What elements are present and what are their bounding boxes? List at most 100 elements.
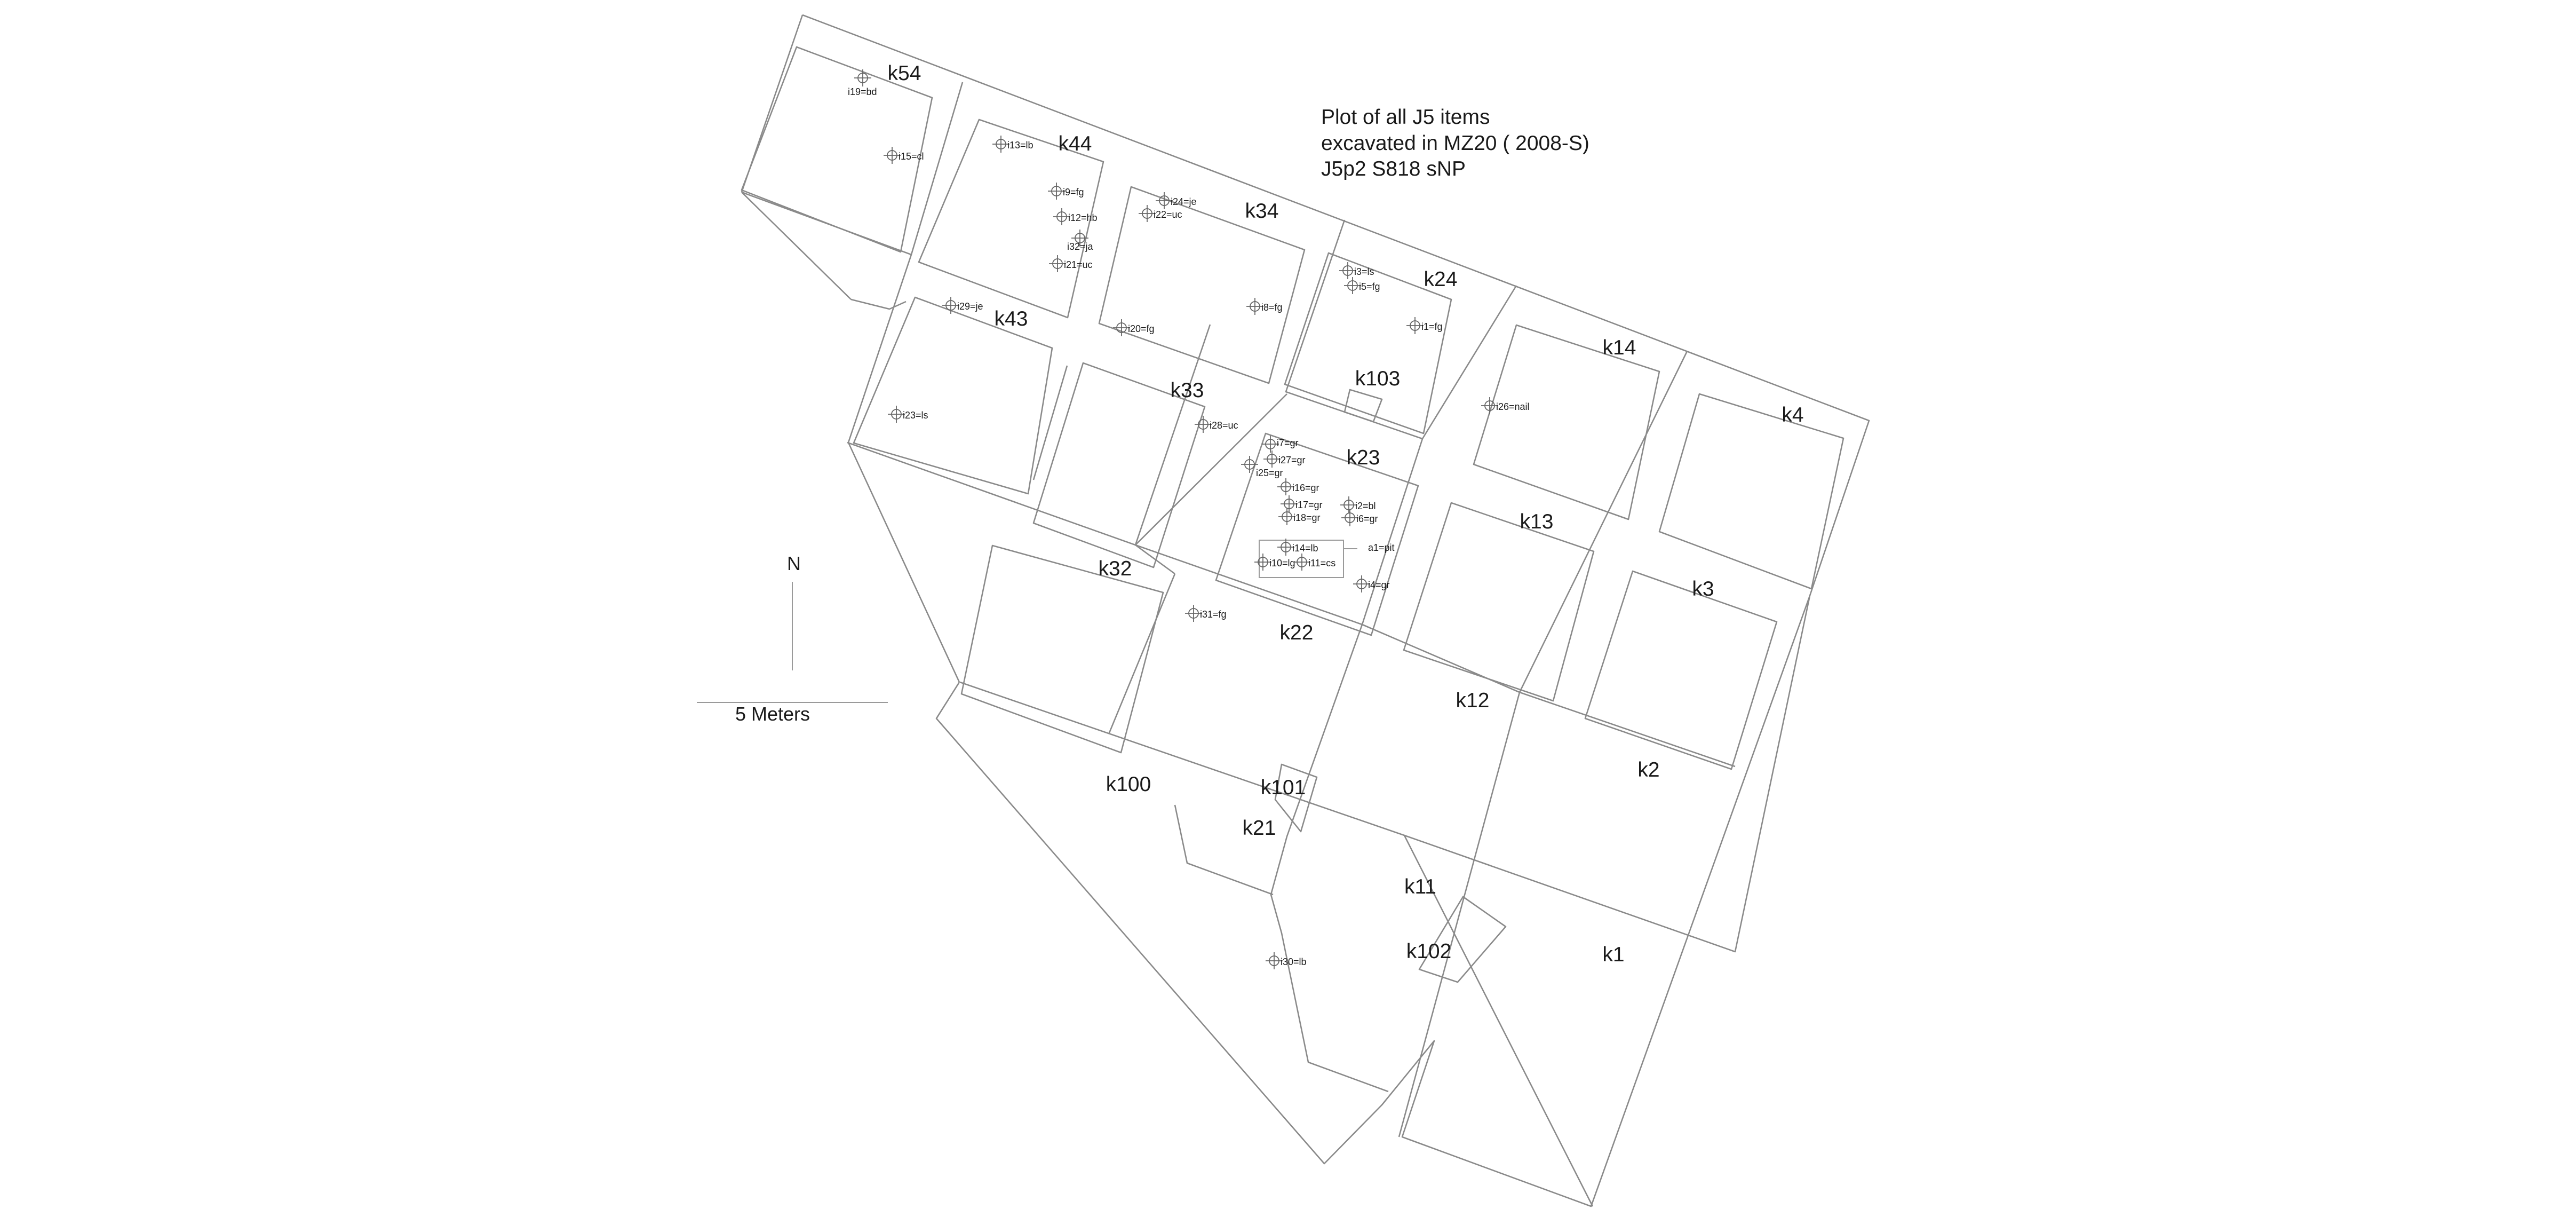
item-marker-i32: i32=ja [1067, 230, 1094, 252]
item-marker-i6: i6=gr [1341, 509, 1378, 526]
item-marker-i28: i28=uc [1195, 416, 1238, 433]
item-marker-i24: i24=je [1156, 192, 1197, 209]
item-marker-i21: i21=uc [1049, 255, 1093, 272]
item-marker-i7: i7=gr [1262, 436, 1299, 453]
unit-label-k11: k11 [1404, 875, 1436, 898]
unit-label-k3: k3 [1692, 578, 1714, 600]
item-marker-i29: i29=je [942, 297, 983, 314]
unit-label-k12: k12 [1456, 689, 1490, 712]
item-label-i9: i9=fg [1063, 187, 1084, 197]
unit-label-k22: k22 [1280, 621, 1314, 644]
item-markers: i19=bd i15=cl i13=lb i9=fg i12=hb i32=ja i21=u… [848, 69, 1530, 969]
item-marker-i18: i18=gr [1278, 508, 1321, 525]
item-label-i20: i20=fg [1128, 323, 1155, 334]
unit-label-k33: k33 [1171, 379, 1204, 402]
item-label-i18: i18=gr [1293, 512, 1321, 523]
unit-label-k54: k54 [888, 62, 921, 85]
item-label-i3: i3=ls [1354, 266, 1374, 277]
item-label-i22: i22=uc [1154, 209, 1182, 220]
item-label-i26: i26=nail [1496, 401, 1530, 412]
item-marker-i22: i22=uc [1139, 205, 1182, 222]
item-marker-i9: i9=fg [1048, 183, 1084, 200]
item-label-i29: i29=je [957, 301, 983, 312]
item-marker-i25: i25=gr [1241, 456, 1283, 478]
item-marker-i12: i12=hb [1053, 208, 1098, 225]
item-label-a1: a1=pit [1368, 542, 1395, 553]
title-line-2: excavated in MZ20 ( 2008-S) [1321, 132, 1589, 155]
inner-squares [741, 46, 1844, 983]
item-marker-i3: i3=ls [1339, 262, 1374, 279]
unit-label-k1: k1 [1602, 943, 1624, 966]
item-label-i11: i11=cs [1308, 558, 1335, 568]
title-line-3: J5p2 S818 sNP [1321, 157, 1466, 180]
unit-label-k24: k24 [1424, 268, 1458, 291]
map-title: Plot of all J5 items excavated in MZ20 (… [1321, 106, 1589, 180]
unit-label-k34: k34 [1245, 200, 1279, 223]
unit-labels: k54 k44 k34 k24 k14 k4 k43 k33 k23 k13 k3 k103 k32 k2… [888, 62, 1804, 966]
unit-label-k101: k101 [1261, 776, 1306, 799]
item-label-i27: i27=gr [1278, 455, 1306, 465]
item-label-i14: i14=lb [1292, 543, 1318, 554]
item-marker-i17: i17=gr [1281, 495, 1323, 512]
item-marker-i4: i4=gr [1353, 575, 1390, 592]
item-label-i1: i1=fg [1421, 321, 1443, 332]
item-marker-i20: i20=fg [1113, 319, 1155, 336]
item-label-i23: i23=ls [903, 410, 928, 421]
item-marker-i5: i5=fg [1344, 277, 1380, 294]
item-label-i30: i30=lb [1281, 957, 1307, 967]
item-marker-i23: i23=ls [888, 406, 928, 423]
item-label-i10: i10=lg [1269, 558, 1295, 568]
item-label-i31: i31=fg [1200, 609, 1227, 620]
unit-label-k100: k100 [1106, 773, 1151, 796]
unit-label-k2: k2 [1637, 758, 1659, 781]
item-marker-i8: i8=fg [1246, 298, 1283, 315]
item-marker-i10: i10=lg [1254, 554, 1295, 571]
item-marker-a1: a1=pit [1368, 542, 1395, 553]
unit-label-k102: k102 [1406, 940, 1452, 963]
item-label-i5: i5=fg [1359, 281, 1380, 292]
unit-label-k103: k103 [1355, 367, 1401, 390]
item-marker-i2: i2=bl [1340, 496, 1376, 513]
unit-label-k21: k21 [1243, 817, 1276, 840]
item-marker-i15: i15=cl [884, 147, 924, 164]
item-label-i4: i4=gr [1368, 580, 1390, 590]
title-line-1: Plot of all J5 items [1321, 106, 1490, 129]
item-label-i8: i8=fg [1261, 302, 1283, 313]
item-label-i28: i28=uc [1210, 420, 1238, 431]
unit-label-k43: k43 [995, 307, 1028, 330]
item-label-i19: i19=bd [848, 86, 877, 97]
item-marker-i16: i16=gr [1277, 478, 1319, 495]
item-label-i13: i13=lb [1007, 140, 1033, 151]
north-arrow: N [787, 552, 801, 670]
item-marker-i30: i30=lb [1266, 952, 1307, 969]
item-marker-i1: i1=fg [1406, 317, 1443, 334]
item-label-i25: i25=gr [1256, 468, 1283, 478]
scale-bar: 5 Meters [697, 702, 888, 725]
item-label-i16: i16=gr [1292, 483, 1319, 493]
item-label-i21: i21=uc [1064, 259, 1093, 270]
item-label-i12: i12=hb [1068, 212, 1098, 223]
unit-label-k23: k23 [1347, 446, 1380, 469]
item-marker-i14: i14=lb [1277, 539, 1318, 556]
excavation-outline [802, 14, 1870, 1207]
item-label-i2: i2=bl [1355, 501, 1376, 511]
item-label-i17: i17=gr [1295, 500, 1323, 510]
unit-label-k44: k44 [1059, 132, 1092, 155]
item-marker-i27: i27=gr [1263, 451, 1306, 468]
item-marker-i13: i13=lb [992, 136, 1033, 153]
item-marker-i11: i11=cs [1293, 554, 1335, 571]
item-marker-i26: i26=nail [1481, 397, 1530, 414]
unit-label-k13: k13 [1520, 510, 1554, 533]
unit-boundaries [741, 14, 1811, 1207]
item-marker-i19: i19=bd [848, 69, 877, 97]
item-label-i6: i6=gr [1356, 513, 1378, 524]
item-label-i32: i32=ja [1067, 241, 1094, 252]
unit-label-k4: k4 [1782, 404, 1803, 426]
scale-label: 5 Meters [735, 703, 810, 725]
item-label-i15: i15=cl [899, 151, 924, 162]
unit-label-k14: k14 [1603, 336, 1636, 359]
item-marker-i31: i31=fg [1185, 605, 1227, 622]
unit-label-k32: k32 [1099, 557, 1132, 580]
item-label-i24: i24=je [1171, 196, 1197, 207]
